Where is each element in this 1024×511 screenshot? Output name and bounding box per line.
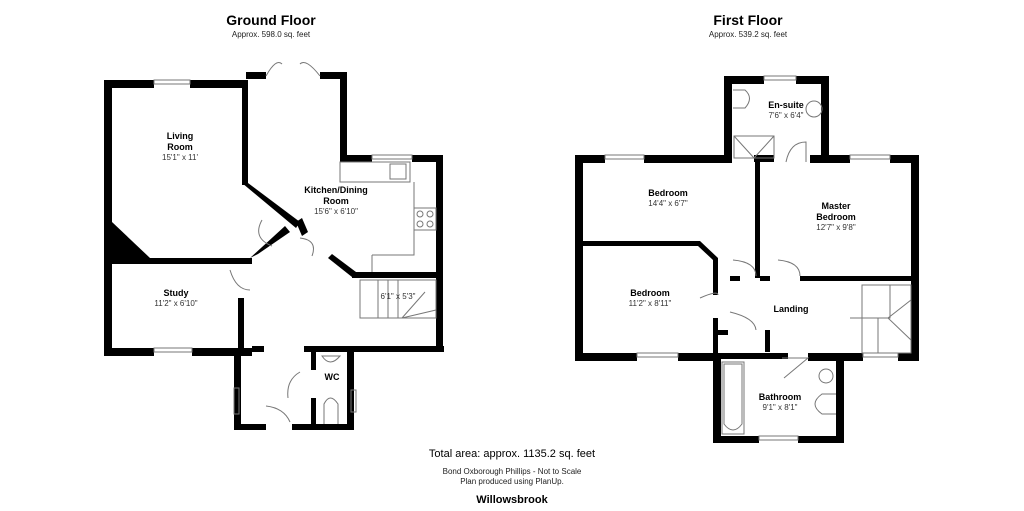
room-en-suite: En-suite 7'6" x 6'4" [768,100,804,120]
first-floor-area: Approx. 539.2 sq. feet [708,30,788,39]
property-name: Willowsbrook [476,494,548,506]
room-bedroom-2: Bedroom 14'4" x 6'7" [648,188,688,208]
room-bathroom: Bathroom 9'1" x 8'1" [758,392,802,412]
stairs-dimensions: 6'1" x 5'3" [380,292,416,301]
total-area: Total area: approx. 1135.2 sq. feet [428,448,596,460]
room-study: Study 11'2" x 6'10" [154,288,198,308]
first-floor-fixtures [604,75,912,441]
room-kitchen-dining: Kitchen/Dining Room 15'6" x 6'10" [304,185,368,216]
room-master-bedroom: Master Bedroom 12'7" x 9'8" [816,201,856,232]
room-wc: WC [324,372,340,382]
ground-floor-walls [104,72,444,430]
ground-floor-fixtures [153,62,437,424]
room-bedroom-3: Bedroom 11'2" x 8'11" [628,288,672,308]
credit-line-1: Bond Oxborough Phillips - Not to Scale [442,467,582,476]
room-living-room: Living Room 15'1" x 11' [162,131,198,162]
ground-floor-title: Ground Floor [226,12,316,28]
first-floor-title: First Floor [713,12,783,28]
credit-line-2: Plan produced using PlanUp. [460,477,564,486]
first-floor-walls [575,76,919,443]
ground-floor-area: Approx. 598.0 sq. feet [231,30,311,39]
room-landing: Landing [773,304,809,314]
